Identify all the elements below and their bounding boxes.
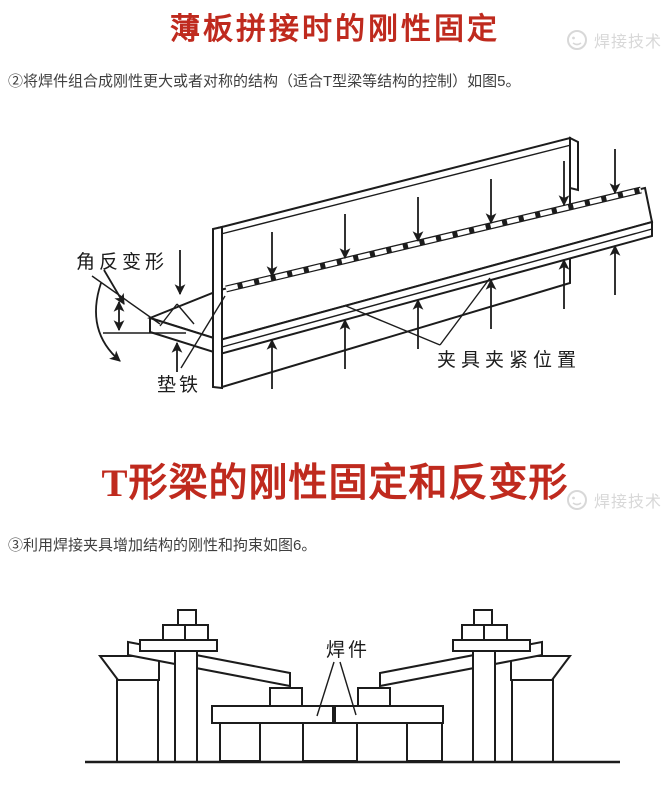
watermark: 焊接技术 (565, 28, 662, 52)
weldment-plate-left (211, 705, 334, 724)
label-angle-counter-deformation: 角反变形 (76, 251, 168, 273)
section2-paragraph: ③利用焊接夹具增加结构的刚性和拘束如图6。 (8, 537, 317, 554)
watermark-logo-icon (566, 490, 587, 510)
right-column (511, 679, 554, 763)
label-weldment: 焊件 (326, 639, 370, 661)
weldment-leaders (316, 661, 357, 717)
support-block (406, 722, 443, 762)
left-bolt-post (174, 644, 198, 763)
watermark: 焊接技术 (565, 488, 662, 512)
section1-title: 薄板拼接时的刚性固定 (170, 13, 500, 46)
pad-iron-leader (180, 295, 226, 369)
watermark-text: 焊接技术 (593, 34, 662, 51)
figure-5-t-beam-diagram: 角反变形 垫铁 夹具夹紧位置 (76, 136, 654, 396)
left-column (116, 679, 159, 763)
support-block (302, 722, 358, 762)
support-block (219, 722, 261, 762)
section1-paragraph: ②将焊件组合成刚性更大或者对称的结构（适合T型梁等结构的控制）如图5。 (8, 73, 521, 90)
figure-6-fixture-diagram: 焊件 (85, 609, 620, 764)
section2-title: T形梁的刚性固定和反变形 (101, 462, 569, 505)
watermark-text: 焊接技术 (593, 494, 662, 511)
left-pressure-pad (269, 687, 303, 707)
right-bolt-post (472, 644, 496, 763)
clamp-arrows-up (171, 244, 621, 389)
right-bolt-stack (452, 609, 531, 652)
label-pad-iron: 垫铁 (157, 374, 201, 396)
angle-annotation (91, 269, 186, 362)
watermark-logo-icon (566, 30, 587, 50)
left-bolt-stack (139, 609, 218, 652)
left-clamp-arm (127, 640, 291, 688)
label-clamp-positions: 夹具夹紧位置 (437, 349, 581, 371)
clamp-position-leaders (345, 277, 491, 346)
right-clamp-arm (379, 640, 543, 688)
weldment-plate-right (334, 705, 444, 724)
clamp-arrows-down (174, 149, 621, 296)
right-pressure-pad (357, 687, 391, 707)
